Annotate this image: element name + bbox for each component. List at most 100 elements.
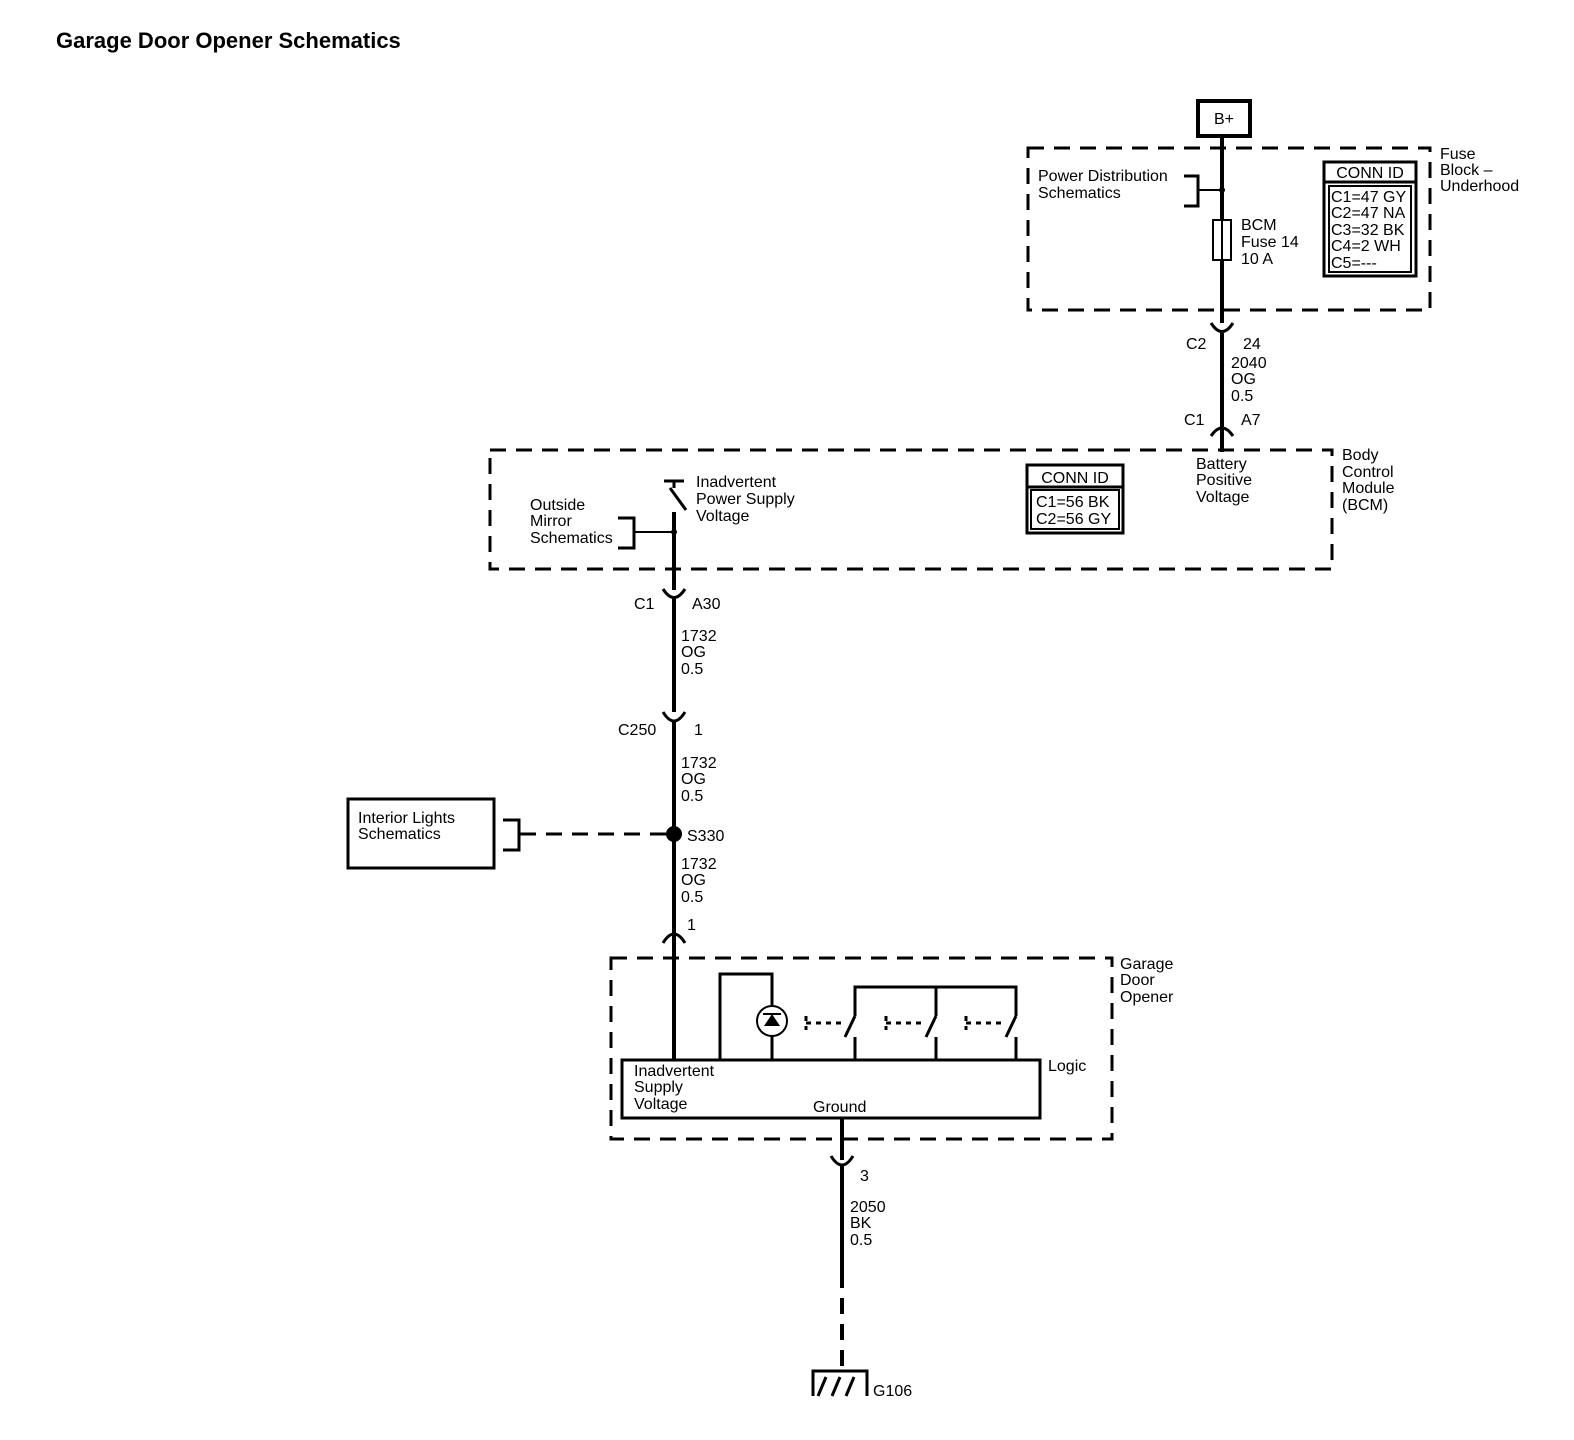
- svg-text:Garage: Garage: [1120, 956, 1173, 973]
- svg-text:C4=2 WH: C4=2 WH: [1331, 238, 1401, 255]
- svg-text:Door: Door: [1120, 972, 1155, 989]
- svg-text:Voltage: Voltage: [1196, 489, 1249, 506]
- ground-id-label: G106: [873, 1383, 912, 1400]
- fuse-block-label: Fuse Block – Underhood: [1440, 146, 1519, 195]
- svg-text:C2=47 NA: C2=47 NA: [1331, 205, 1406, 222]
- c250-connector-icon: [661, 711, 687, 723]
- svg-text:C3=32 BK: C3=32 BK: [1331, 222, 1405, 239]
- svg-text:0.5: 0.5: [681, 788, 703, 805]
- c250-label: C250: [618, 722, 656, 739]
- svg-text:OG: OG: [681, 644, 706, 661]
- svg-text:Inadvertent: Inadvertent: [696, 474, 777, 491]
- svg-text:Voltage: Voltage: [634, 1096, 687, 1113]
- svg-text:Positive: Positive: [1196, 472, 1252, 489]
- gdo-pin1-connector-icon: [661, 932, 687, 944]
- gdo-pin3-connector-icon: [829, 1155, 855, 1167]
- gdo-label: Garage Door Opener: [1120, 956, 1174, 1006]
- wire-1732-b-label: 1732 OG 0.5: [681, 755, 717, 805]
- fuse-block-boundary: [1026, 146, 1432, 312]
- svg-text:1732: 1732: [681, 628, 717, 645]
- svg-text:(BCM): (BCM): [1342, 497, 1388, 514]
- svg-text:Voltage: Voltage: [696, 508, 749, 525]
- bcm-label: Body Control Module (BCM): [1342, 447, 1395, 514]
- svg-text:Power Distribution: Power Distribution: [1038, 168, 1168, 185]
- svg-text:Supply: Supply: [634, 1079, 683, 1096]
- c2-pin: 24: [1243, 336, 1261, 353]
- svg-text:BK: BK: [850, 1215, 872, 1232]
- svg-text:2050: 2050: [850, 1199, 886, 1216]
- inadvertent-power-label: Inadvertent Power Supply Voltage: [696, 474, 795, 525]
- power-distribution-ref: Power Distribution Schematics: [1038, 168, 1222, 208]
- svg-text:Mirror: Mirror: [530, 513, 572, 530]
- svg-text:Opener: Opener: [1120, 989, 1174, 1006]
- svg-text:Power Supply: Power Supply: [696, 491, 795, 508]
- battery-positive-voltage-label: Battery Positive Voltage: [1196, 456, 1252, 506]
- b-plus-label: B+: [1214, 111, 1234, 128]
- svg-text:0.5: 0.5: [681, 889, 703, 906]
- bcm-conn-id: CONN ID C1=56 BK C2=56 GY: [1025, 463, 1125, 535]
- svg-text:0.5: 0.5: [681, 661, 703, 678]
- outside-mirror-ref: Outside Mirror Schematics: [530, 497, 674, 550]
- c1-a30-label: C1: [634, 596, 655, 613]
- svg-text:0.5: 0.5: [850, 1232, 872, 1249]
- splice-s330-dot: [666, 826, 682, 842]
- svg-text:Control: Control: [1342, 464, 1394, 481]
- svg-text:Fuse: Fuse: [1440, 146, 1476, 163]
- ground-icon: [811, 1369, 869, 1397]
- svg-text:Outside: Outside: [530, 497, 585, 514]
- svg-text:Module: Module: [1342, 480, 1395, 497]
- wire-1732-c-label: 1732 OG 0.5: [681, 856, 717, 906]
- c1-a7-label: C1: [1184, 412, 1205, 429]
- svg-text:1732: 1732: [681, 856, 717, 873]
- svg-text:10 A: 10 A: [1241, 251, 1273, 268]
- svg-text:Battery: Battery: [1196, 456, 1247, 473]
- gdo-pin3-label: 3: [860, 1168, 869, 1185]
- svg-text:0.5: 0.5: [1231, 388, 1253, 405]
- svg-text:C1=56 BK: C1=56 BK: [1036, 494, 1110, 511]
- svg-text:OG: OG: [681, 872, 706, 889]
- svg-text:C2=56 GY: C2=56 GY: [1036, 511, 1111, 528]
- svg-text:CONN ID: CONN ID: [1041, 470, 1109, 487]
- wire-1732-a-label: 1732 OG 0.5: [681, 628, 717, 678]
- svg-text:C1=47 GY: C1=47 GY: [1331, 189, 1406, 206]
- gdo-inadvertent-label: Inadvertent Supply Voltage: [634, 1063, 715, 1113]
- svg-text:Body: Body: [1342, 447, 1378, 464]
- fuse-label: BCM Fuse 14 10 A: [1241, 217, 1299, 268]
- b-plus-source: B+: [1196, 99, 1252, 138]
- button-switch-icon: [804, 985, 1018, 1060]
- svg-text:BCM: BCM: [1241, 217, 1277, 234]
- interior-lights-ref: Interior Lights Schematics: [346, 797, 496, 870]
- fuse-block-conn-id: CONN ID C1=47 GY C2=47 NA C3=32 BK C4=2 …: [1322, 160, 1418, 278]
- c1-a7-connector-icon: [1209, 426, 1235, 437]
- svg-text:Schematics: Schematics: [358, 826, 441, 843]
- svg-text:Interior Lights: Interior Lights: [358, 810, 455, 827]
- logic-box: [620, 1058, 1042, 1120]
- gdo-pin1-label: 1: [687, 917, 696, 934]
- svg-text:Inadvertent: Inadvertent: [634, 1063, 715, 1080]
- svg-text:2040: 2040: [1231, 355, 1267, 372]
- logic-label: Logic: [1048, 1058, 1086, 1075]
- c1-a7-pin: A7: [1241, 412, 1261, 429]
- c250-pin: 1: [694, 722, 703, 739]
- interior-lights-bracket: [503, 818, 521, 852]
- c1-a30-connector-icon: [661, 588, 687, 599]
- c1-a30-pin: A30: [692, 596, 721, 613]
- svg-text:Schematics: Schematics: [530, 530, 613, 547]
- svg-text:C5=---: C5=---: [1331, 255, 1377, 272]
- svg-text:CONN ID: CONN ID: [1336, 165, 1404, 182]
- led-indicator-icon: [718, 972, 788, 1060]
- page-title: Garage Door Opener Schematics: [56, 28, 401, 53]
- svg-text:OG: OG: [1231, 371, 1256, 388]
- ground-pin-label: Ground: [813, 1099, 866, 1116]
- svg-text:Fuse 14: Fuse 14: [1241, 234, 1299, 251]
- svg-text:Underhood: Underhood: [1440, 178, 1519, 195]
- svg-text:OG: OG: [681, 771, 706, 788]
- svg-text:1732: 1732: [681, 755, 717, 772]
- wire-2050-label: 2050 BK 0.5: [850, 1199, 886, 1249]
- inadvertent-power-switch-icon: [664, 479, 688, 590]
- svg-text:Block –: Block –: [1440, 162, 1493, 179]
- splice-label: S330: [687, 828, 724, 845]
- c2-connector-icon: [1209, 322, 1235, 333]
- bcm-boundary: [488, 448, 1334, 571]
